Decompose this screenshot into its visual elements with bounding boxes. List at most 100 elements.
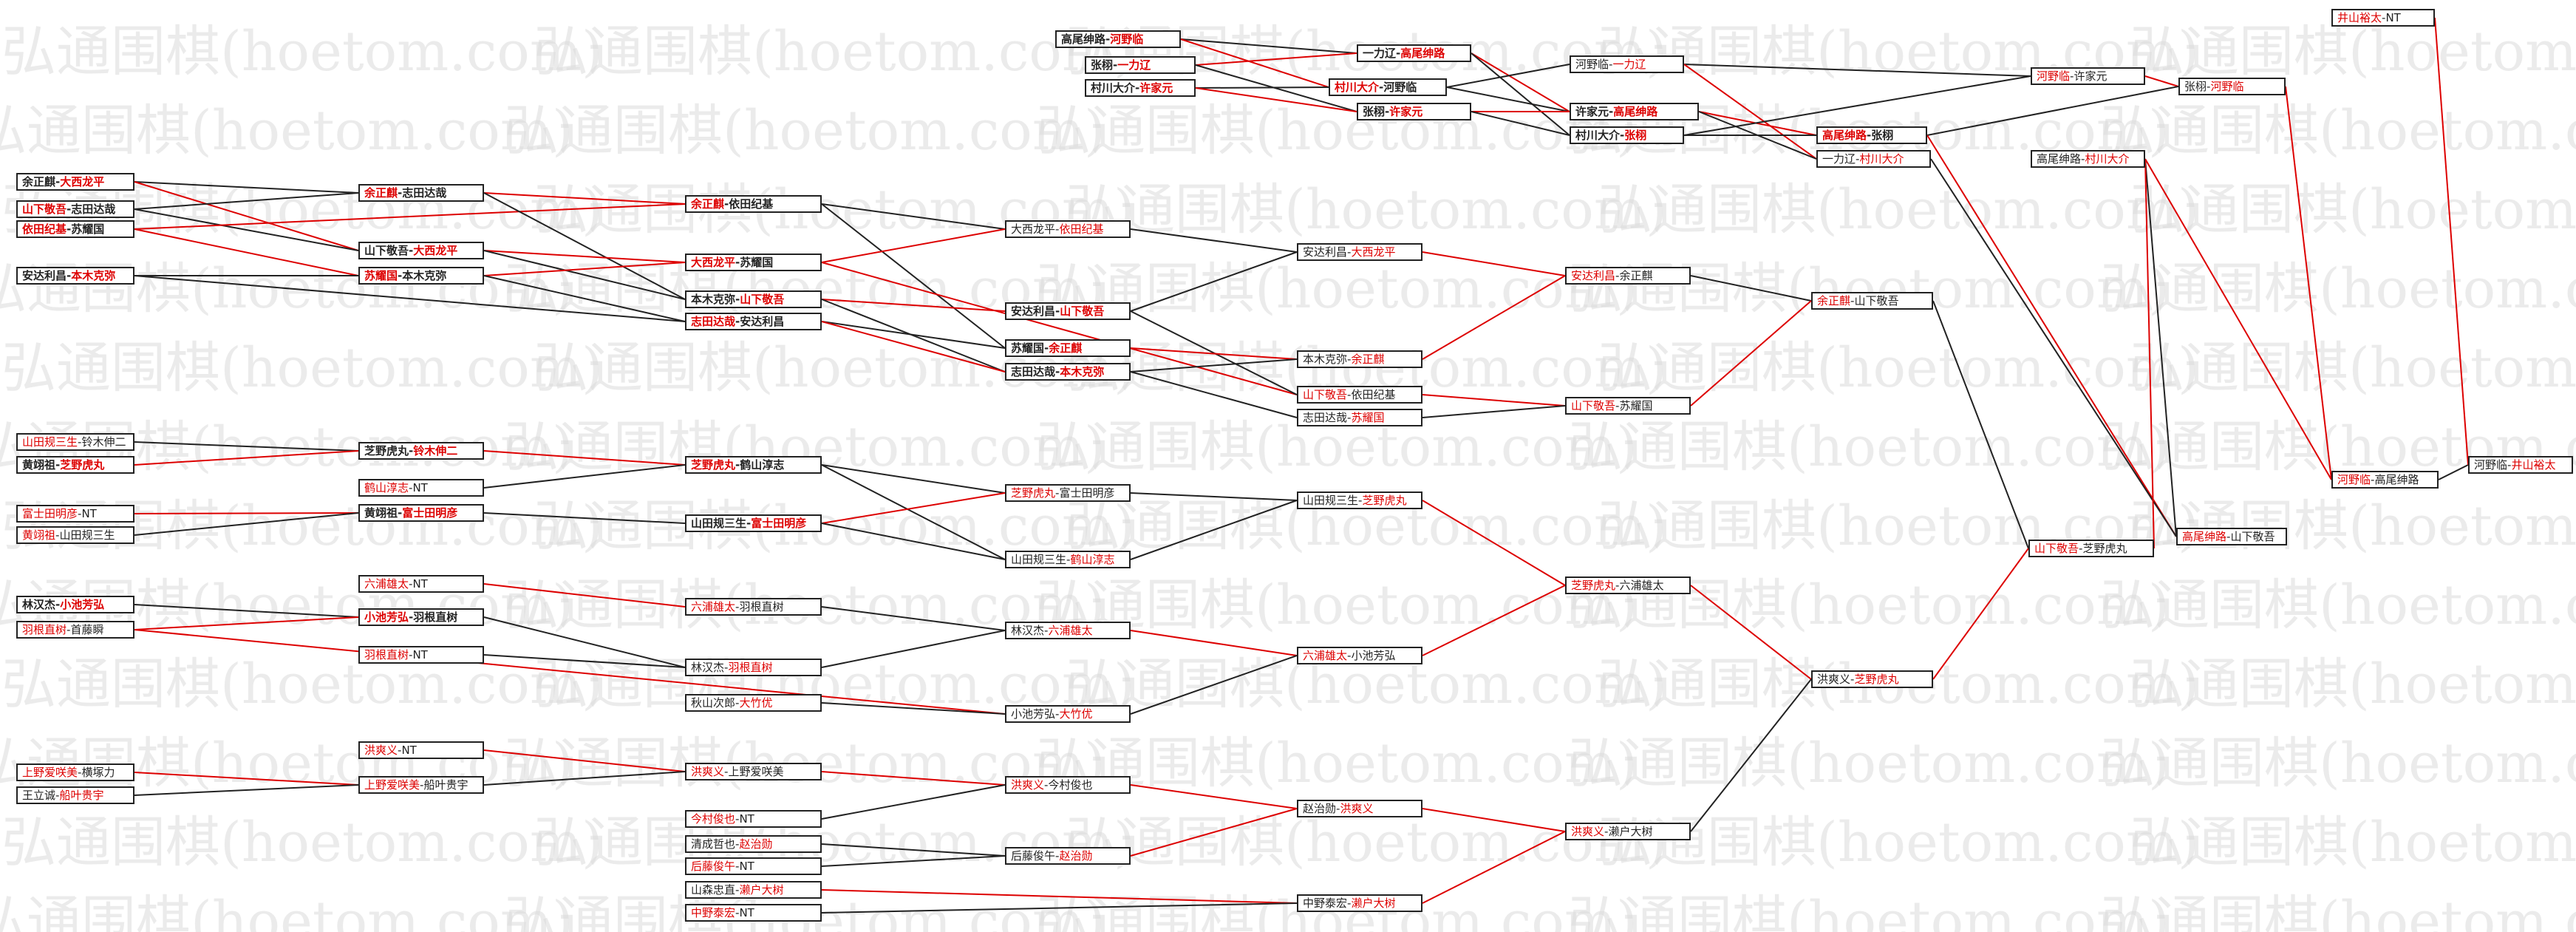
match-box[interactable]: 洪爽义-濑户大树 <box>1565 823 1691 840</box>
match-box[interactable]: 山下敬吾-志田达哉 <box>16 200 134 218</box>
player-b: 首藤瞬 <box>70 623 104 636</box>
match-box[interactable]: 山田规三生-富士田明彦 <box>685 514 822 532</box>
match-box[interactable]: 村川大介-张栩 <box>1570 126 1684 144</box>
match-box[interactable]: 中野泰宏-濑户大树 <box>1297 894 1422 912</box>
match-box[interactable]: 林汉杰-小池芳弘 <box>16 596 134 613</box>
match-box[interactable]: 依田纪基-苏耀国 <box>16 220 134 238</box>
connector-line <box>483 654 686 668</box>
match-box[interactable]: 林汉杰-羽根直树 <box>685 659 822 676</box>
match-box[interactable]: 鹤山淳志-NT <box>358 479 484 497</box>
match-box[interactable]: 张栩-一力辽 <box>1085 56 1196 74</box>
match-box[interactable]: 志田达哉-安达利昌 <box>685 313 822 330</box>
match-box[interactable]: 洪爽义-今村俊也 <box>1005 776 1131 794</box>
match-box[interactable]: 苏耀国-余正麒 <box>1005 339 1131 357</box>
match-box[interactable]: 安达利昌-本木克弥 <box>16 267 134 285</box>
match-box[interactable]: 高尾绅路-村川大介 <box>2031 150 2145 168</box>
match-box[interactable]: 山森忠直-濑户大树 <box>685 881 822 899</box>
match-box[interactable]: 后藤俊午-赵治勋 <box>1005 847 1131 865</box>
match-box[interactable]: 秋山次郎-大竹优 <box>685 694 822 712</box>
connector-line <box>1422 251 1566 276</box>
match-box[interactable]: 林汉杰-六浦雄太 <box>1005 622 1131 639</box>
match-box[interactable]: 芝野虎丸-六浦雄太 <box>1565 576 1691 594</box>
match-box[interactable]: 余正麒-依田纪基 <box>685 195 822 213</box>
connector-line <box>483 192 686 300</box>
match-box[interactable]: 志田达哉-苏耀国 <box>1297 409 1422 426</box>
match-box[interactable]: 小池芳弘-羽根直树 <box>358 608 484 626</box>
match-box[interactable]: 村川大介-许家元 <box>1085 79 1196 97</box>
match-box[interactable]: 清成哲也-赵治勋 <box>685 835 822 853</box>
match-box[interactable]: 山下敬吾-苏耀国 <box>1565 397 1691 415</box>
match-box[interactable]: 河野临-高尾绅路 <box>2331 471 2439 489</box>
match-box[interactable]: 张栩-许家元 <box>1357 103 1471 120</box>
match-box[interactable]: 余正麒-山下敬吾 <box>1811 292 1933 310</box>
match-box[interactable]: 洪爽义-上野爱咲美 <box>685 763 822 780</box>
match-box[interactable]: 安达利昌-山下敬吾 <box>1005 302 1131 320</box>
connector-line <box>483 250 686 263</box>
match-box[interactable]: 张栩-河野临 <box>2178 78 2286 95</box>
match-box[interactable]: 山田规三生-铃木伸二 <box>16 433 134 451</box>
match-box[interactable]: 本木克弥-山下敬吾 <box>685 290 822 308</box>
match-box[interactable]: 大西龙平-苏耀国 <box>685 254 822 271</box>
connector-line <box>1690 300 1812 407</box>
match-box[interactable]: 许家元-高尾绅路 <box>1570 103 1699 120</box>
player-a: 黄翊祖 <box>22 458 56 472</box>
connector-line <box>1130 358 1298 373</box>
match-box[interactable]: 黄翊祖-富士田明彦 <box>358 504 484 522</box>
match-box[interactable]: 赵治勋-洪爽义 <box>1297 800 1422 817</box>
match-box[interactable]: 一力辽-村川大介 <box>1816 150 1931 168</box>
match-box[interactable]: 王立诚-船叶贵宇 <box>16 786 134 804</box>
match-box[interactable]: 井山裕太-NT <box>2331 9 2435 27</box>
match-box[interactable]: 芝野虎丸-鹤山淳志 <box>685 456 822 474</box>
match-box[interactable]: 河野临-一力辽 <box>1570 55 1684 73</box>
match-box[interactable]: 苏耀国-本木克弥 <box>358 267 484 285</box>
match-box[interactable]: 上野爱咲美-船叶贵宇 <box>358 776 484 794</box>
separator: - <box>409 444 414 458</box>
match-box[interactable]: 六浦雄太-羽根直树 <box>685 598 822 616</box>
match-box[interactable]: 余正麒-志田达哉 <box>358 184 484 202</box>
match-box[interactable]: 芝野虎丸-铃木伸二 <box>358 442 484 460</box>
match-box[interactable]: 村川大介-河野临 <box>1329 78 1447 96</box>
match-box[interactable]: 小池芳弘-大竹优 <box>1005 705 1131 723</box>
match-box[interactable]: 今村俊也-NT <box>685 810 822 828</box>
player-a: 洪爽义 <box>691 765 725 778</box>
match-box[interactable]: 山下敬吾-芝野虎丸 <box>2028 540 2154 557</box>
match-box[interactable]: 山田规三生-芝野虎丸 <box>1297 491 1422 509</box>
match-box[interactable]: 羽根直树-首藤瞬 <box>16 621 134 639</box>
match-box[interactable]: 黄翊祖-芝野虎丸 <box>16 456 134 474</box>
match-box[interactable]: 一力辽-高尾绅路 <box>1357 44 1471 62</box>
match-box[interactable]: 富士田明彦-NT <box>16 505 134 523</box>
match-box[interactable]: 安达利昌-大西龙平 <box>1297 243 1422 261</box>
match-box[interactable]: 余正麒-大西龙平 <box>16 173 134 191</box>
player-b: 许家元 <box>2074 69 2108 83</box>
match-box[interactable]: 山田规三生-鹤山淳志 <box>1005 551 1131 568</box>
match-box[interactable]: 河野临-许家元 <box>2031 67 2145 85</box>
player-a: 苏耀国 <box>1011 341 1045 355</box>
match-box[interactable]: 大西龙平-依田纪基 <box>1005 220 1131 238</box>
match-box[interactable]: 本木克弥-余正麒 <box>1297 350 1422 368</box>
match-box[interactable]: 高尾绅路-河野临 <box>1055 30 1181 48</box>
player-b: 鹤山淳志 <box>740 458 785 472</box>
match-box[interactable]: 河野临-井山裕太 <box>2468 456 2573 474</box>
match-box[interactable]: 芝野虎丸-富士田明彦 <box>1005 484 1131 502</box>
match-box[interactable]: 黄翊祖-山田规三生 <box>16 526 134 544</box>
match-box[interactable]: 中野泰宏-NT <box>685 904 822 922</box>
connector-line <box>1195 86 1329 89</box>
match-box[interactable]: 羽根直树-NT <box>358 646 484 664</box>
match-box[interactable]: 安达利昌-余正麒 <box>1565 267 1691 285</box>
connector-line <box>1422 808 1566 832</box>
player-a: 洪爽义 <box>364 744 398 757</box>
match-box[interactable]: 后藤俊午-NT <box>685 857 822 875</box>
match-box[interactable]: 志田达哉-本木克弥 <box>1005 363 1131 381</box>
match-box[interactable]: 山下敬吾-大西龙平 <box>358 242 484 259</box>
match-box[interactable]: 六浦雄太-小池芳弘 <box>1297 647 1422 664</box>
match-box[interactable]: 高尾绅路-山下敬吾 <box>2176 528 2287 545</box>
match-box[interactable]: 山下敬吾-依田纪基 <box>1297 386 1422 404</box>
match-box[interactable]: 上野爱咲美-横塚力 <box>16 763 134 781</box>
match-box[interactable]: 洪爽义-芝野虎丸 <box>1811 670 1933 688</box>
match-box[interactable]: 六浦雄太-NT <box>358 575 484 593</box>
player-b: 洪爽义 <box>1340 802 1374 815</box>
match-box[interactable]: 洪爽义-NT <box>358 741 484 759</box>
connector-line <box>1926 86 2179 136</box>
match-box[interactable]: 高尾绅路-张栩 <box>1816 126 1927 144</box>
player-b: NT <box>739 860 754 873</box>
